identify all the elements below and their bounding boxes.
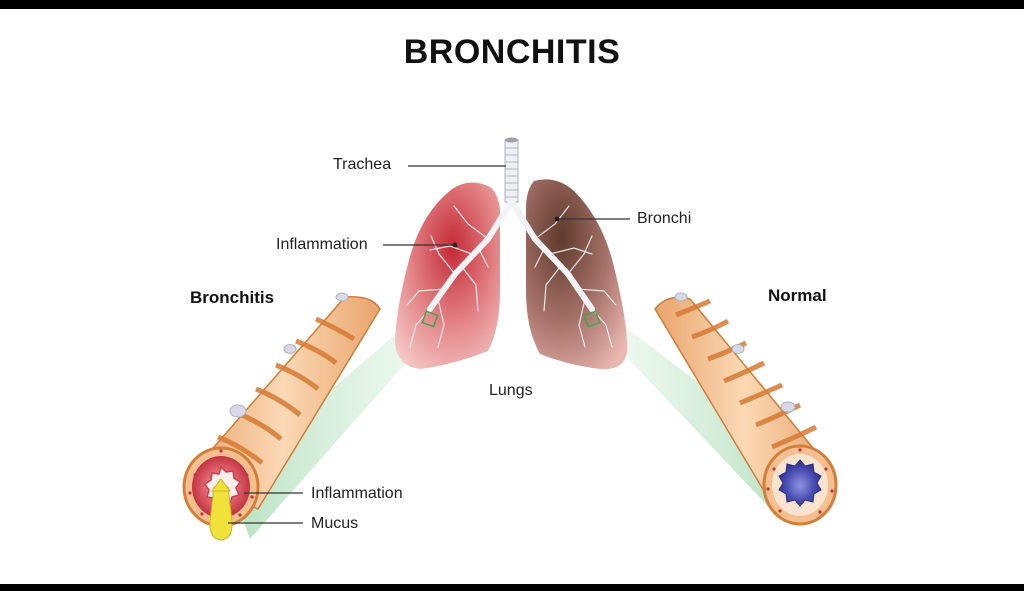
- bronchitis-infographic: BRONCHITIS Trachea Bronchi Inflammation …: [0, 9, 1024, 584]
- lungs: [395, 137, 628, 370]
- page-title: BRONCHITIS: [403, 33, 621, 71]
- left-zoom-box: [421, 310, 439, 328]
- trachea: [504, 137, 519, 203]
- label-lungs: Lungs: [489, 382, 533, 399]
- section-normal: Normal: [768, 286, 827, 305]
- bronchitis-airway: [182, 292, 381, 541]
- left-lung: [395, 182, 500, 369]
- right-zoom-cone: [602, 317, 792, 519]
- label-lung-inflammation: Inflammation: [276, 236, 368, 253]
- normal-airway: [654, 292, 838, 526]
- right-zoom-box: [583, 310, 601, 328]
- label-trachea: Trachea: [333, 156, 392, 173]
- left-zoom-cone: [228, 313, 436, 539]
- section-bronchitis: Bronchitis: [190, 288, 275, 307]
- label-mucus: Mucus: [311, 515, 359, 532]
- bronchitis-diagram: [182, 137, 838, 541]
- label-bronchi: Bronchi: [637, 210, 692, 227]
- label-airway-inflammation: Inflammation: [311, 485, 403, 502]
- right-lung: [526, 179, 628, 370]
- mucus-drop: [209, 486, 233, 541]
